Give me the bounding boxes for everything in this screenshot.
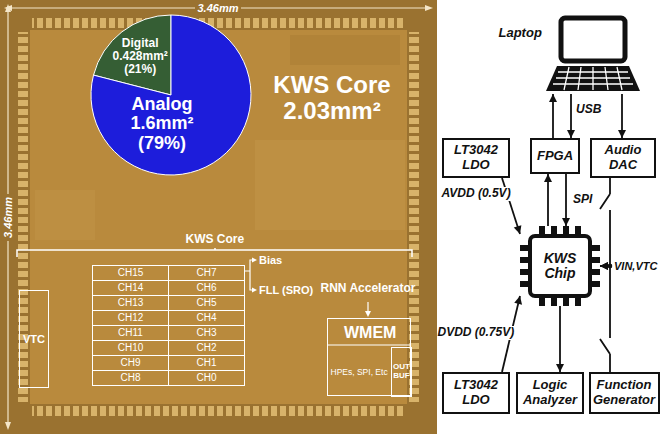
wmem-divider [327, 344, 411, 345]
node-label: Function Generator [593, 378, 655, 408]
connector [556, 306, 564, 372]
channel-block: CH3 [168, 325, 245, 341]
bus-label: SPI [573, 193, 592, 207]
node-label: CH2 [196, 343, 216, 353]
dimension-arrows [4, 4, 433, 430]
node-label: CH12 [118, 313, 144, 323]
node-label: CH13 [118, 298, 144, 308]
channel-block: CH9 [92, 355, 169, 371]
node-label: CH15 [118, 268, 144, 278]
node-label: FPGA [537, 149, 573, 164]
generator-box: Function Generator [589, 372, 660, 414]
connector [567, 94, 575, 138]
channel-block: CH13 [92, 295, 169, 311]
node-label: CH6 [196, 283, 216, 293]
channel-block: CH2 [168, 340, 245, 356]
output-buffer: OUT BUF [391, 347, 412, 397]
channel-block: CH10 [92, 340, 169, 356]
ldo-box: LT3042 LDO [442, 372, 510, 414]
block-label: WMEM [344, 324, 396, 342]
connector [562, 174, 570, 226]
node-label: CH7 [196, 268, 216, 278]
node-label: Laptop [499, 25, 542, 40]
channel-block: CH0 [168, 370, 245, 386]
channel-block: CH4 [168, 310, 245, 326]
dac-box: Audio DAC [590, 138, 656, 178]
node-label: LT3042 LDO [454, 143, 498, 173]
channel-block: CH8 [92, 370, 169, 386]
node-label: CH3 [196, 328, 216, 338]
node-label: CH8 [120, 373, 140, 383]
node-label: CH14 [118, 283, 144, 293]
channel-block: CH1 [168, 355, 245, 371]
slice-label: Analog 1.6mm² (79%) [131, 95, 194, 154]
node-label: CH11 [118, 328, 143, 338]
vtc-block: VTC [19, 290, 49, 388]
analyzer-box: Logic Analyzer [516, 372, 584, 414]
area-pie-chart: Digital 0.428mm² (21%) Analog 1.6mm² (79%… [90, 14, 252, 176]
channel-block: CH6 [168, 280, 245, 296]
channel-block: CH7 [168, 265, 245, 281]
block-label: RNN Accelerator [321, 282, 416, 295]
dimension-label: 3.46mm [1, 194, 14, 241]
node-label: Logic Analyzer [523, 378, 577, 408]
node-label: CH1 [196, 358, 216, 368]
node-label: VTC [23, 333, 45, 345]
core-area-label: KWS Core 2.03mm² [257, 72, 407, 125]
node-label: CH0 [196, 373, 216, 383]
laptop-icon [545, 14, 641, 94]
signal-label: FLL (SRO) [259, 284, 313, 296]
supply-label: AVDD (0.5V) [442, 187, 511, 201]
kws-chip: KWS Chip [520, 226, 600, 306]
connector [600, 178, 612, 270]
signal-label: Bias [259, 254, 282, 266]
core-bracket [17, 248, 412, 257]
die-photo: KWS Core 2.03mm² Digital 0.428mm² (21%) An… [0, 0, 437, 434]
block-label: HPEs, SPI, Etc [331, 368, 388, 377]
node-label: OUT BUF [393, 363, 410, 381]
channel-block: CH5 [168, 295, 245, 311]
connector [600, 262, 612, 372]
node-label: CH9 [120, 358, 140, 368]
group-label: KWS Core [186, 233, 245, 246]
dimension-label: 3.46mm [195, 2, 242, 15]
node-label: CH5 [196, 298, 216, 308]
bus-label: USB [576, 103, 601, 117]
connector [618, 94, 626, 138]
channel-block: CH11 [92, 325, 169, 341]
node-label: Audio DAC [605, 143, 642, 173]
wmem-block: WMEM HPEs, SPI, Etc OUT BUF [327, 318, 411, 396]
node-label: KWS Chip [544, 251, 577, 282]
signal-label: VIN,VTC [614, 260, 657, 273]
bias-arrows [245, 258, 257, 293]
accelerator-arrow [365, 302, 371, 317]
node-label: CH4 [196, 313, 216, 323]
fpga-box: FPGA [530, 138, 580, 174]
connector [544, 174, 552, 226]
ldo-box: LT3042 LDO [442, 138, 510, 178]
supply-label: DVDD (0.75V) [438, 326, 515, 340]
channel-block: CH15 [92, 265, 169, 281]
slice-label: Digital 0.428mm² (21%) [113, 37, 168, 77]
node-label: LT3042 LDO [454, 378, 498, 408]
laptop: Laptop [545, 14, 641, 94]
node-label: CH10 [118, 343, 144, 353]
die-substrate [0, 0, 437, 434]
connector [549, 94, 557, 138]
channel-block: CH12 [92, 310, 169, 326]
channel-block: CH14 [92, 280, 169, 296]
